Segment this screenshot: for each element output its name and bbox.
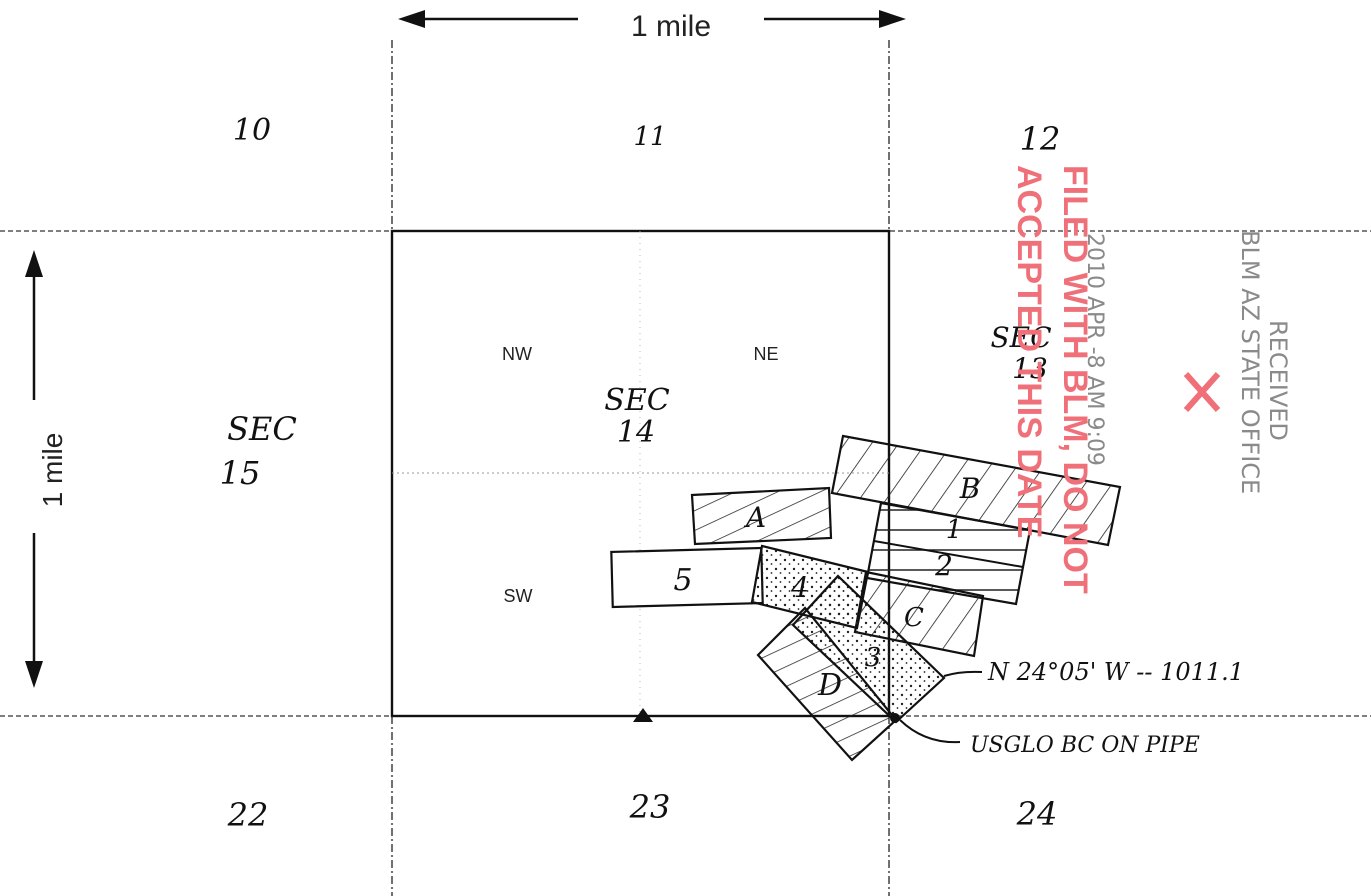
claim-b <box>830 434 1122 547</box>
section-corner-marker <box>890 713 900 723</box>
received-stamp-line-1: RECEIVED <box>1264 320 1292 441</box>
section-23-label: 23 <box>629 788 671 826</box>
received-stamp-line-2: BLM AZ STATE OFFICE <box>1236 230 1264 494</box>
bearing-leader <box>943 670 983 677</box>
stamp-accepted-line: ACCEPTED THIS DATE <box>1010 165 1048 538</box>
quarter-label-ne: NE <box>753 344 778 364</box>
corner-annotation: USGLO BC ON PIPE <box>970 733 1200 758</box>
claim-label-2: 2 <box>934 549 953 582</box>
claim-label-1: 1 <box>946 515 963 545</box>
quarter-corner-marker <box>633 708 653 722</box>
section-grid <box>0 40 1371 896</box>
claim-label-5: 5 <box>673 563 692 598</box>
scale-arrow-vertical <box>25 250 43 688</box>
section-12-label: 12 <box>1020 120 1061 158</box>
stamp-date-line: 2010 APR -8 AM 9:09 <box>1082 233 1107 466</box>
section-15-number: 15 <box>220 454 261 492</box>
section-14-prefix: SEC <box>604 383 669 418</box>
section-11-label: 11 <box>633 122 666 152</box>
scale-label-top: 1 mile <box>631 10 711 43</box>
claim-label-d: D <box>817 668 842 703</box>
scale-label-left: 1 mile <box>37 433 68 508</box>
quarter-label-sw: SW <box>504 586 533 606</box>
claim-d <box>756 606 898 762</box>
section-15-prefix: SEC <box>227 410 297 448</box>
claim-1-2-divider <box>873 540 1024 568</box>
filing-stamp: FILED WITH BLM, DO NOT ACCEPTED THIS DAT… <box>1010 165 1107 594</box>
claim-label-3: 3 <box>865 643 882 673</box>
claim-a <box>690 486 833 546</box>
scale-arrow-horizontal <box>398 10 906 28</box>
quarter-label-nw: NW <box>502 344 532 364</box>
claim-label-b: B <box>959 472 981 505</box>
section-13-number: 13 <box>1012 352 1048 385</box>
section-24-label: 24 <box>1016 795 1058 833</box>
claim-label-4: 4 <box>790 571 809 604</box>
corner-leader <box>899 719 961 744</box>
claim-label-a: A <box>743 501 766 534</box>
section-22-label: 22 <box>227 796 269 834</box>
section-14-number: 14 <box>617 415 655 450</box>
bearing-annotation: N 24°05' W -- 1011.1 <box>987 658 1244 686</box>
section-10-label: 10 <box>233 113 271 148</box>
stamp-filed-line: FILED WITH BLM, DO NOT <box>1056 165 1094 594</box>
stamp-x-mark <box>1183 372 1221 412</box>
received-stamp: RECEIVED BLM AZ STATE OFFICE <box>1236 230 1292 494</box>
section-13-prefix: SEC <box>990 321 1051 354</box>
claim-label-c: C <box>904 603 924 633</box>
